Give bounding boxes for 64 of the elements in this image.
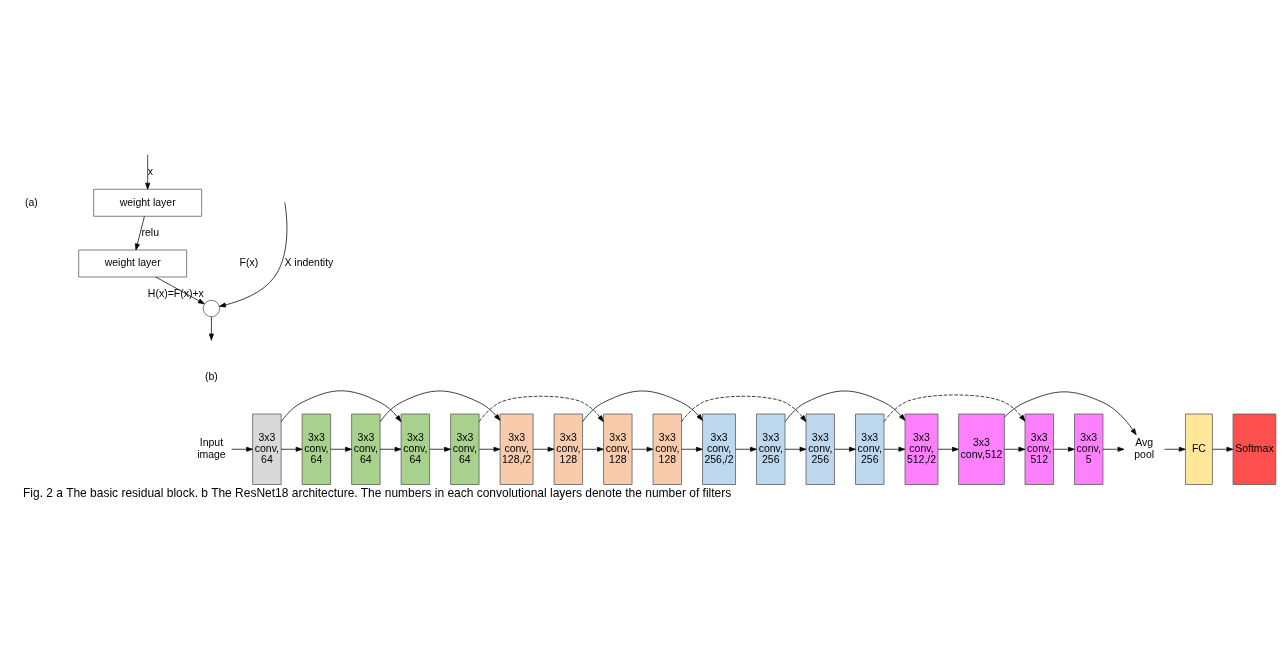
arrow	[532, 446, 555, 452]
arrow	[231, 446, 253, 452]
node-box: 3x3 conv, 128	[553, 413, 583, 485]
arrow	[834, 446, 856, 452]
label: (b)	[205, 371, 218, 383]
node-box: 3x3 conv, 256	[756, 413, 786, 485]
label: (a)	[25, 196, 38, 208]
label: F(x)	[239, 257, 259, 269]
arrow	[1004, 391, 1137, 436]
arrow	[429, 446, 451, 452]
node-label: H(x)=F(x)+x	[147, 288, 204, 300]
arrow	[379, 390, 501, 422]
arrow	[883, 446, 906, 452]
arrow	[582, 446, 604, 452]
arrow	[280, 446, 303, 452]
node-box: 3x3 conv, 64	[252, 413, 282, 485]
arrow	[219, 203, 288, 308]
node-box: weight layer	[78, 249, 188, 278]
node-box: 3x3 conv,512	[958, 413, 1005, 485]
edge-label: x	[147, 166, 153, 178]
arrow	[155, 276, 205, 305]
node-box: 3x3 conv, 512,/2	[904, 413, 939, 485]
arrow	[784, 390, 906, 422]
node-box: 3x3 conv, 64	[450, 413, 480, 485]
arrow	[478, 395, 604, 422]
node-box: 3x3 conv, 64	[301, 413, 331, 485]
arrow	[1004, 446, 1026, 452]
node-box: 3x3 conv, 256	[805, 413, 835, 485]
node-box: 3x3 conv, 128	[603, 413, 633, 485]
caption: Fig. 2 a The basic residual block. b The ResNet18 architecture. The numbers in each convolutional layers denote the number of filters	[23, 486, 732, 501]
edge-label: relu	[141, 226, 160, 238]
arrow	[330, 446, 352, 452]
arrow	[145, 155, 151, 190]
node-box: 3x3 conv, 64	[351, 413, 381, 485]
arrow	[937, 446, 959, 452]
arrow	[135, 216, 145, 251]
node-box: FC	[1185, 413, 1213, 485]
arrow	[681, 446, 703, 452]
node-box: Softmax	[1232, 413, 1277, 485]
arrow	[735, 446, 757, 452]
arrow	[1102, 446, 1125, 452]
node-box: 3x3 conv, 256,/2	[702, 413, 736, 485]
arrow	[631, 446, 654, 452]
arrow	[1212, 446, 1234, 452]
arrow	[582, 390, 703, 422]
node-text: Input image	[197, 437, 226, 460]
node-box: 3x3 conv, 5	[1074, 413, 1104, 485]
node-box: weight layer	[93, 188, 203, 217]
node-box: 3x3 conv, 128	[652, 413, 682, 485]
node-box: 3x3 conv, 64	[400, 413, 430, 485]
arrow	[280, 390, 402, 422]
arrow	[681, 395, 807, 422]
node-circle	[202, 299, 221, 318]
node-box: 3x3 conv, 512	[1024, 413, 1054, 485]
arrow	[1164, 446, 1186, 452]
arrow	[883, 394, 1026, 422]
arrow	[1053, 446, 1075, 452]
edge-label: X indentity	[284, 257, 334, 269]
node-box: 3x3 conv, 128,/2	[499, 413, 534, 485]
arrow	[379, 446, 402, 452]
arrow	[784, 446, 807, 452]
arrow	[478, 446, 501, 452]
node-box: 3x3 conv, 256	[855, 413, 885, 485]
node-text: Avg pool	[1134, 437, 1155, 460]
